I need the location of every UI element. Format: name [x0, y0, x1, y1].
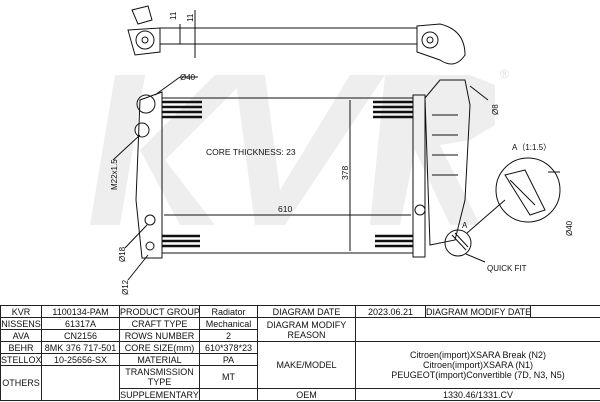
dia-8-label: Ø8 [491, 104, 500, 115]
model-line: Citroen(import)XSARA (N1) [422, 360, 534, 370]
dim-top-1: 11 [169, 11, 178, 20]
cell: OTHERS [0, 365, 42, 401]
table-row: BEHR 8MK 376 717-501 CORE SIZE(mm) 610*3… [0, 341, 600, 389]
cell: DIAGRAM MODIFY DATE [425, 305, 531, 318]
quick-fit-label: QUICK FIT [487, 264, 527, 273]
cell: KVR [0, 305, 42, 318]
dim-top-2: 11 [186, 13, 195, 22]
cell: Mechanical [199, 317, 258, 330]
dia-18-label: Ø18 [118, 246, 127, 262]
cell: 61317A [41, 317, 120, 330]
radiator-drawing: ® 11 11 [90, 5, 574, 295]
cell: 610*378*23 [199, 341, 258, 354]
cell: MT [199, 365, 258, 389]
cell: OEM [257, 388, 356, 401]
models-cell: Citroen(import)XSARA Break (N2) Citroen(… [355, 341, 600, 389]
cell: PA [199, 353, 258, 366]
cell [530, 305, 600, 318]
cell: DIAGRAM DATE [257, 305, 356, 318]
core-thickness-label: CORE THICKNESS: 23 [206, 147, 296, 157]
cell: BEHR [0, 341, 42, 354]
table-row: NISSENS 61317A CRAFT TYPE Mechanical DIA… [0, 317, 600, 342]
cell: CN2156 [41, 329, 120, 342]
width-dimension: 610 [278, 204, 292, 214]
oem-value: 1330.46/1331.CV [355, 388, 600, 401]
cell: 2023.06.21 [355, 305, 426, 318]
kvr-watermark-logo [90, 75, 495, 225]
cell: PRODUCT GROUP [119, 305, 200, 318]
model-line: Citroen(import)XSARA Break (N2) [409, 350, 547, 360]
thread-label: M22x1.5 [110, 159, 119, 190]
cell: DIAGRAM MODIFY REASON [257, 317, 356, 342]
height-dimension: 378 [340, 166, 350, 180]
modify-reason-value [355, 317, 600, 342]
cell: 8MK 376 717-501 [41, 341, 120, 354]
table-row: OTHERS TRANSMISSION TYPE MT [0, 365, 600, 401]
cell: 2 [199, 329, 258, 342]
cell: Radiator [199, 305, 258, 318]
cell [41, 365, 120, 401]
detail-marker: A [462, 221, 468, 230]
cell [199, 388, 258, 401]
top-view [127, 5, 466, 65]
cell: CRAFT TYPE [119, 317, 200, 330]
cell: MATERIAL [119, 353, 200, 366]
spec-table: KVR 1100134-PAM PRODUCT GROUP Radiator D… [0, 305, 600, 401]
cell: CORE SIZE(mm) [119, 341, 200, 354]
cell: 10-25656-SX [41, 353, 120, 366]
table-row: SUPPLEMENTARY OEM 1330.46/1331.CV [1, 388, 600, 401]
cell: 1100134-PAM [41, 305, 120, 318]
registered-mark: ® [500, 67, 509, 81]
cell: SUPPLEMENTARY [119, 388, 200, 401]
cell: ROWS NUMBER [119, 329, 200, 342]
model-line: PEUGEOT(import)Convertible (7D, N3, N5) [391, 370, 565, 380]
detail-title: A（1:1.5） [512, 143, 551, 152]
cell: NISSENS [0, 317, 42, 330]
table-row: KVR 1100134-PAM PRODUCT GROUP Radiator D… [0, 305, 600, 318]
cell: STELLOX [0, 353, 42, 366]
cell: MAKE/MODEL [257, 341, 356, 389]
cell: AVA [0, 329, 42, 342]
cell: TRANSMISSION TYPE [119, 365, 200, 389]
detail-diameter: Ø40 [565, 220, 574, 236]
dia-12-label: Ø12 [121, 279, 130, 295]
front-view [112, 76, 561, 281]
inlet-diameter: Ø40 [180, 73, 196, 82]
